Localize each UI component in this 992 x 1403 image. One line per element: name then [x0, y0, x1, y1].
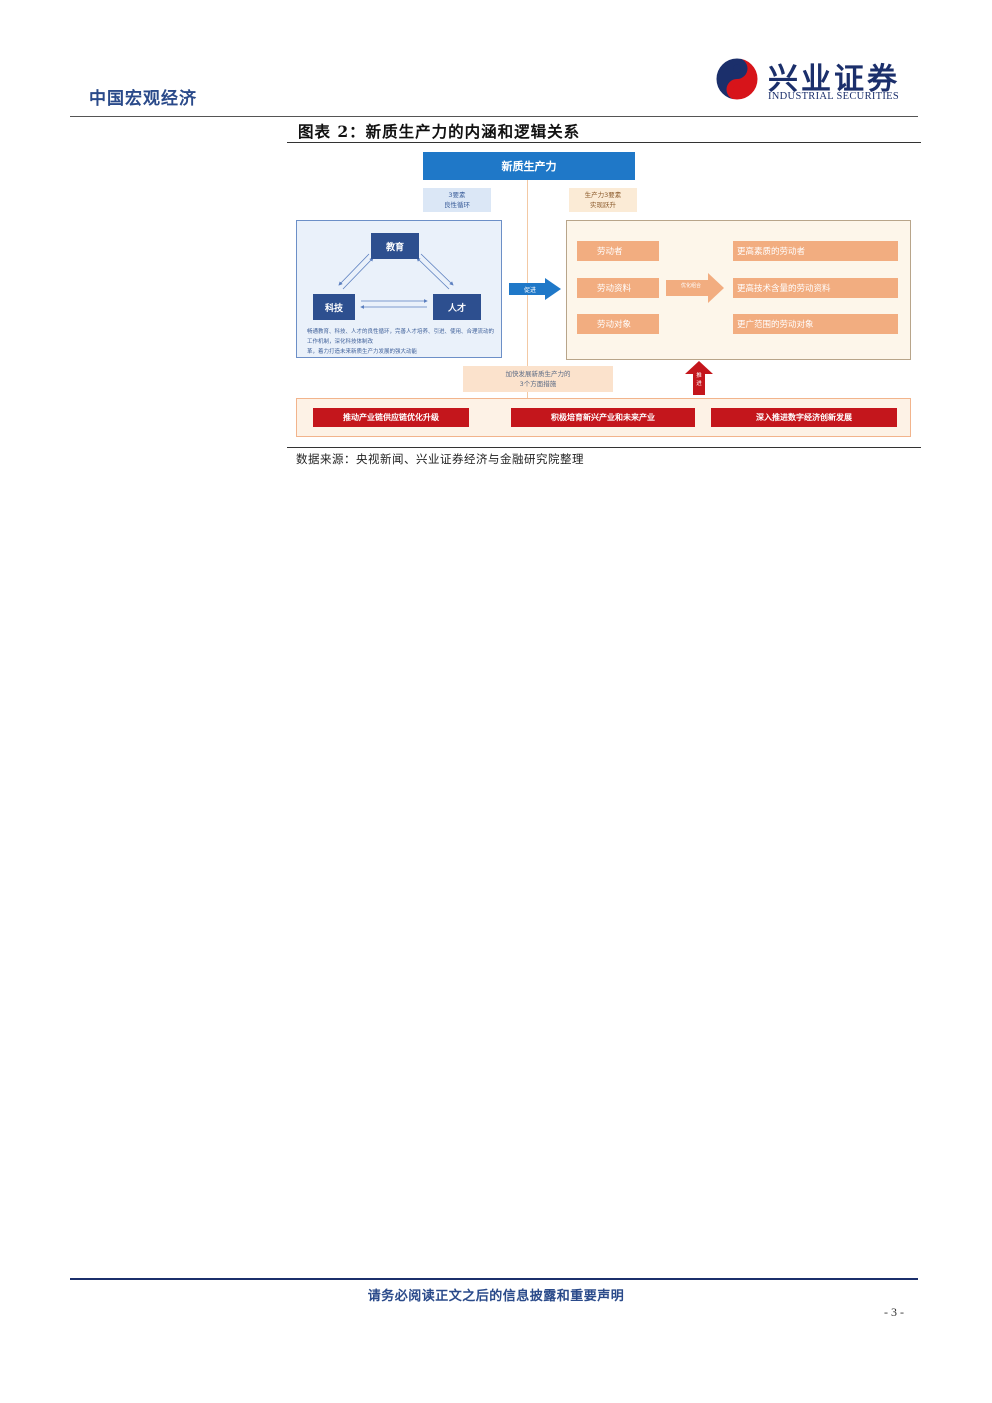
tag-left-line1: 3要素: [448, 191, 466, 199]
productivity-panel: 劳动者 劳动资料 劳动对象 优化组合 更高素质的劳动者 更高技术含量的劳动资料 …: [566, 220, 911, 360]
measures-tag-line2: 3个方面措施: [519, 380, 557, 388]
measure-emerging-industries: 积极培育新兴产业和未来产业: [511, 408, 695, 427]
item-labor-object: 劳动对象: [577, 314, 659, 334]
logic-diagram: 新质生产力 3要素 良性循环 生产力3要素 实现跃升 教育 科技 人才 畅通教育…: [287, 143, 921, 447]
header-divider: [70, 116, 918, 117]
measure-digital-economy: 深入推进数字经济创新发展: [711, 408, 897, 427]
node-education: 教育: [371, 233, 419, 259]
advance-arrow-char2: 进: [696, 381, 702, 387]
item-higher-quality-labor: 更高素质的劳动者: [733, 241, 898, 261]
cycle-arrows: [338, 253, 454, 309]
measures-tag-line1: 加快发展新质生产力的: [505, 370, 571, 378]
brand-logo: 兴业证券 INDUSTRIAL SECURITIES: [714, 54, 918, 106]
brand-name-en: INDUSTRIAL SECURITIES: [768, 91, 900, 102]
diagram-top-box: 新质生产力: [423, 152, 635, 180]
figure-top-rule: [287, 142, 921, 143]
tag-right-line2: 实现跃升: [590, 201, 616, 209]
promote-arrow-icon: [509, 278, 561, 300]
tag-right-line1: 生产力3要素: [584, 191, 622, 199]
advance-arrow-label: 推 进: [685, 372, 713, 388]
cycle-note-line2: 革，着力打造未来新质生产力发展的强大动能: [307, 349, 418, 355]
measure-supply-chain: 推动产业链供应链优化升级: [313, 408, 469, 427]
item-higher-tech-means: 更高技术含量的劳动资料: [733, 278, 898, 298]
advance-arrow-char1: 推: [696, 373, 702, 379]
advance-up-arrow-icon: [685, 361, 713, 395]
node-talent: 人才: [433, 294, 481, 320]
brand-emblem-icon: [715, 57, 759, 101]
footer-divider: [70, 1278, 918, 1280]
node-technology: 科技: [313, 294, 355, 320]
page-number: - 3 -: [884, 1305, 904, 1319]
figure-source: 数据来源：央视新闻、兴业证券经济与金融研究院整理: [296, 452, 584, 466]
transform-arrow-icon: [666, 273, 724, 303]
brand-name-cn: 兴业证券: [768, 62, 900, 97]
cycle-note-line1: 畅通教育、科技、人才的良性循环，完善人才培养、引进、使用、合理流动的工作机制，深…: [307, 329, 495, 345]
measures-panel: 推动产业链供应链优化升级 积极培育新兴产业和未来产业 深入推进数字经济创新发展: [296, 398, 911, 437]
cycle-panel: 教育 科技 人才 畅通教育、科技、人才的良性循环，完善人才培养、引进、使用、合理…: [296, 220, 502, 358]
figure-bottom-rule: [287, 447, 921, 448]
tag-left-line2: 良性循环: [444, 201, 470, 209]
header-section-title: 中国宏观经济: [89, 89, 197, 109]
tag-productivity-elements: 生产力3要素 实现跃升: [569, 188, 637, 212]
footer-disclaimer: 请务必阅读正文之后的信息披露和重要声明: [367, 1289, 625, 1304]
measures-tag: 加快发展新质生产力的 3个方面措施: [463, 366, 613, 392]
item-wider-objects: 更广范围的劳动对象: [733, 314, 898, 334]
item-labor-means: 劳动资料: [577, 278, 659, 298]
figure-title: 图表 2：新质生产力的内涵和逻辑关系: [298, 122, 581, 141]
transform-arrow-label: 优化组合: [680, 283, 701, 289]
tag-three-elements: 3要素 良性循环: [423, 188, 491, 212]
cycle-note: 畅通教育、科技、人才的良性循环，完善人才培养、引进、使用、合理流动的工作机制，深…: [307, 327, 497, 357]
promote-arrow-label: 促进: [523, 286, 536, 294]
item-labor: 劳动者: [577, 241, 659, 261]
